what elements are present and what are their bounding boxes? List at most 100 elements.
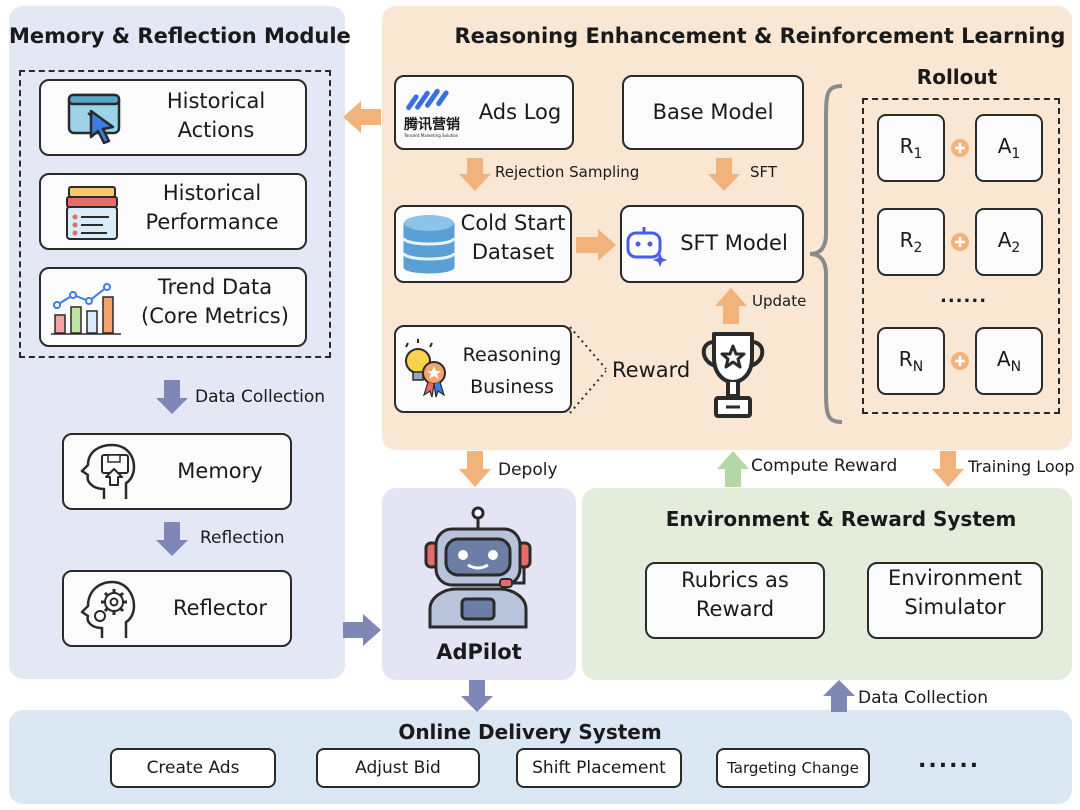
reasoning-business-box: Reasoning Business [394, 325, 572, 413]
online-data-collection-label: Data Collection [858, 688, 989, 708]
trend-data-label: Trend Data (Core Metrics) [131, 273, 299, 332]
action-adjust-bid: Adjust Bid [316, 748, 480, 788]
plus-circle-icon [950, 138, 970, 158]
dataset-to-sft-arrow [576, 229, 616, 261]
reasoning-line2: Business [470, 376, 554, 399]
reflector-to-adpilot-arrow [343, 614, 381, 646]
reflection-arrow [156, 522, 188, 556]
rollout-an-letter: A [996, 347, 1011, 371]
rollout-group [862, 98, 1060, 414]
adpilot-to-online-arrow [461, 680, 493, 712]
ads-log-to-memory-arrow [343, 101, 381, 133]
cold-start-line1: Cold Start [460, 211, 566, 235]
sft-arrow [708, 158, 740, 191]
memory-box: Memory [62, 433, 292, 510]
logo-cn-text: 腾讯营销 [404, 117, 460, 133]
rubrics-line1: Rubrics as [681, 568, 789, 592]
head-memory-icon [74, 441, 140, 505]
historical-performance-label: Historical Performance [137, 179, 287, 238]
base-model-label: Base Model [652, 99, 774, 124]
rollout-r2-box: R2 [877, 208, 945, 276]
rollout-title: Rollout [916, 65, 998, 89]
trophy-icon [696, 328, 770, 424]
action-create-ads: Create Ads [110, 748, 276, 788]
sft-model-box: SFT Model [620, 205, 804, 283]
reasoning-business-label: Reasoning Business [454, 339, 570, 404]
rollout-a1-sub: 1 [1011, 146, 1021, 162]
rollout-r1-sub: 1 [913, 146, 923, 162]
deploy-arrow [459, 451, 491, 487]
rollout-r1-letter: R [899, 134, 914, 158]
cold-start-dataset-box: Cold Start Dataset [394, 205, 572, 283]
robot-sparkle-icon [624, 223, 670, 267]
historical-actions-label: Historical Actions [145, 87, 287, 146]
adpilot-name: AdPilot [436, 640, 522, 664]
rollout-a2-box: A2 [975, 208, 1043, 276]
rollout-r1-box: R1 [877, 114, 945, 182]
historical-performance-line2: Performance [145, 210, 279, 235]
rollout-a1-letter: A [997, 134, 1012, 158]
ads-log-box: 腾讯营销 Tencent Marketing Solution Ads Log [394, 75, 574, 150]
sft-model-label: SFT Model [680, 231, 788, 256]
training-loop-label: Training Loop [968, 457, 1075, 476]
adpilot-robot-icon [418, 505, 538, 629]
rollout-brace [809, 84, 843, 424]
rollout-rn-box: RN [877, 327, 945, 395]
plus-circle-icon [950, 351, 970, 371]
data-collection-label-left: Data Collection [195, 387, 326, 407]
rollout-ellipsis: ...... [940, 286, 988, 307]
ads-log-label: Ads Log [478, 99, 562, 124]
rollout-rn-sub: N [912, 359, 924, 375]
historical-actions-line2: Actions [177, 118, 255, 143]
env-simulator-label: Environment Simulator [869, 564, 1041, 623]
update-label: Update [752, 292, 807, 310]
rollout-r2-sub: 2 [913, 240, 923, 256]
reflector-label: Reflector [173, 595, 267, 620]
historical-actions-box: Historical Actions [39, 79, 307, 156]
rejection-sampling-label: Rejection Sampling [495, 163, 640, 181]
trend-data-line2: (Core Metrics) [141, 304, 289, 329]
rubrics-label: Rubrics as Reward [647, 566, 823, 625]
online-panel-title: Online Delivery System [398, 720, 662, 744]
historical-performance-box: Historical Performance [39, 173, 307, 250]
training-loop-arrow [932, 451, 964, 487]
sft-label: SFT [750, 163, 778, 181]
env-panel-title: Environment & Reward System [665, 507, 1017, 531]
rejection-sampling-arrow [459, 158, 491, 191]
reward-dotted-connector [569, 326, 607, 414]
reflection-label: Reflection [200, 528, 285, 548]
env-simulator-line1: Environment [887, 566, 1023, 590]
update-arrow [715, 288, 747, 324]
env-simulator-line2: Simulator [904, 595, 1006, 620]
data-collection-arrow-left [156, 380, 188, 414]
trend-data-line1: Trend Data [157, 275, 273, 299]
rollout-r1-label: R1 [900, 134, 923, 162]
deploy-label: Depoly [498, 460, 558, 480]
logo-en-text: Tencent Marketing Solution [404, 133, 459, 138]
rollout-a2-sub: 2 [1011, 240, 1021, 256]
rl-panel-title: Reasoning Enhancement & Reinforcement Le… [454, 24, 1066, 48]
database-icon [400, 211, 458, 279]
tencent-marketing-logo: 腾讯营销 Tencent Marketing Solution [404, 85, 470, 141]
env-simulator-box: Environment Simulator [867, 562, 1043, 639]
rollout-r2-label: R2 [900, 228, 923, 256]
rollout-rn-letter: R [898, 347, 913, 371]
rollout-an-box: AN [975, 327, 1043, 395]
cold-start-line2: Dataset [471, 240, 555, 265]
historical-actions-line1: Historical [166, 89, 266, 113]
compute-reward-arrow [717, 451, 749, 487]
rollout-an-sub: N [1010, 359, 1022, 375]
rubrics-line2: Reward [695, 597, 775, 622]
rollout-rn-label: RN [899, 347, 923, 375]
compute-reward-label: Compute Reward [751, 456, 898, 476]
online-actions-ellipsis: ...... [918, 748, 981, 773]
base-model-box: Base Model [622, 75, 804, 150]
reflector-box: Reflector [62, 570, 292, 647]
online-data-collection-arrow [823, 680, 855, 712]
rollout-a1-box: A1 [975, 114, 1043, 182]
reasoning-line1: Reasoning [462, 344, 562, 366]
action-shift-placement: Shift Placement [516, 748, 682, 788]
rollout-an-label: AN [997, 347, 1021, 375]
stacked-report-icon [63, 183, 123, 243]
trend-data-box: Trend Data (Core Metrics) [39, 267, 307, 347]
